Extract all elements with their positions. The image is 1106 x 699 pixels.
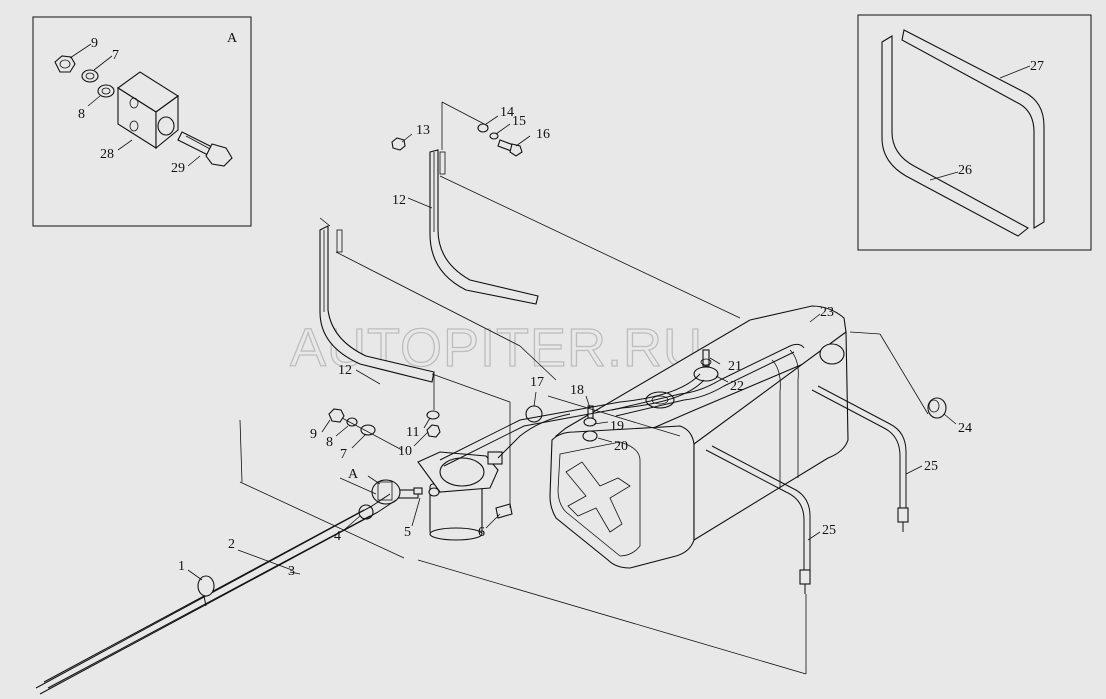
fuel-lines [35,343,805,695]
label-28: 28 [100,147,114,162]
inset-a-frame [32,16,252,227]
inset-a-detail: A 9 7 8 28 2 [32,16,252,227]
drain-tube-25-right [811,385,909,532]
label-24: 24 [958,421,972,436]
washer-15 [489,132,499,140]
drain-tube-25-left [705,445,811,594]
washer-7-inset [81,69,99,83]
label-15: 15 [512,114,526,129]
view-a-marker: A [348,467,359,482]
label-20: 20 [614,439,628,454]
fitting-18-20 [582,405,598,442]
label-29: 29 [171,161,185,176]
label-8: 8 [326,435,333,450]
label-9-inset: 9 [91,36,98,51]
nut-9 [328,408,345,423]
bracket-block-28 [117,71,179,150]
leader-lines [187,115,957,581]
bolt-set-13-16 [391,123,523,157]
inset-strap-detail: 27 26 [857,14,1092,251]
washer-14 [477,123,489,133]
bolt-5 [413,487,423,495]
label-23: 23 [820,305,834,320]
label-13: 13 [416,123,430,138]
part-labels: 1 2 3 4 5 6 7 8 9 10 11 12 12 13 14 15 1… [178,105,972,579]
fuel-filter-assembly [371,451,513,541]
inset-strap-frame [857,14,1092,251]
label-10: 10 [398,444,412,459]
washer-8-inset [97,84,115,98]
cap-24 [927,397,947,419]
label-14: 14 [500,105,514,120]
label-17: 17 [530,375,544,390]
strap-26 [881,35,1029,237]
grommet-17 [525,405,543,423]
washer-8 [346,417,358,427]
strap-27 [901,29,1045,229]
sender-flange-21-22 [693,349,719,382]
inset-a-title: A [227,31,238,46]
label-5: 5 [404,525,411,540]
label-2: 2 [228,537,235,552]
label-21: 21 [728,359,742,374]
label-22: 22 [730,379,744,394]
label-26: 26 [958,163,972,178]
label-12-front: 12 [338,363,352,378]
label-7-inset: 7 [112,48,119,63]
tank-bracket-12-rear [429,149,539,305]
bolt-29 [177,131,233,167]
nut-9-inset [54,55,76,73]
watermark: AUTOPITER.RU [290,318,703,378]
label-3: 3 [288,564,295,579]
label-18: 18 [570,383,584,398]
label-19: 19 [610,419,624,434]
label-25-left: 25 [822,523,836,538]
nut-13 [391,137,406,151]
label-27: 27 [1030,59,1044,74]
label-12-rear: 12 [392,193,406,208]
label-1: 1 [178,559,185,574]
label-6: 6 [478,525,485,540]
clamp-1 [197,575,215,597]
assembly-guide-lines [239,101,929,675]
hardware-7-11 [328,408,441,438]
washer-11 [426,410,440,420]
label-16: 16 [536,127,550,142]
label-25-right: 25 [924,459,938,474]
label-11: 11 [406,425,419,440]
label-4: 4 [334,529,341,544]
washer-7 [360,424,376,436]
label-9: 9 [310,427,317,442]
nut-10 [426,424,441,438]
label-8-inset: 8 [78,107,85,122]
label-7: 7 [340,447,347,462]
